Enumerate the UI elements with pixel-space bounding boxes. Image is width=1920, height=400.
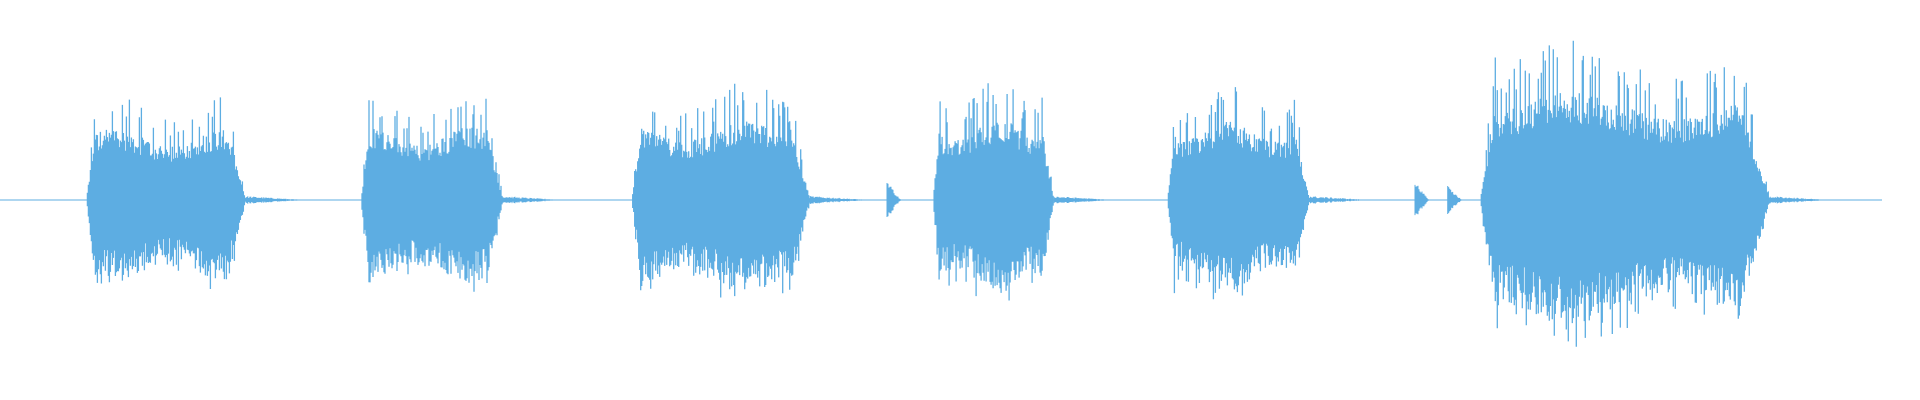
waveform-burst bbox=[933, 83, 1114, 301]
waveform-burst-path bbox=[933, 83, 1054, 301]
waveform-burst bbox=[86, 97, 305, 289]
waveform-burst-tail bbox=[1769, 196, 1829, 204]
waveform-burst-tail bbox=[245, 196, 305, 204]
waveform-burst-path bbox=[632, 83, 811, 298]
waveform-burst bbox=[1167, 87, 1368, 300]
waveform-burst-tail bbox=[809, 196, 870, 204]
waveform-click bbox=[1447, 186, 1462, 214]
waveform-burst-tail bbox=[1053, 196, 1114, 204]
waveform-burst-path bbox=[86, 97, 247, 289]
waveform-burst bbox=[1480, 40, 1829, 347]
waveform-click bbox=[886, 183, 901, 217]
waveform-burst bbox=[632, 83, 870, 298]
waveform-burst-path bbox=[361, 98, 504, 292]
waveform-burst-tail bbox=[1308, 196, 1368, 204]
waveform-burst-tail bbox=[502, 196, 562, 204]
waveform-burst-path bbox=[1167, 87, 1311, 300]
waveform-burst bbox=[361, 98, 562, 292]
waveform-click bbox=[1414, 184, 1429, 216]
waveform-burst-path bbox=[1480, 40, 1770, 347]
